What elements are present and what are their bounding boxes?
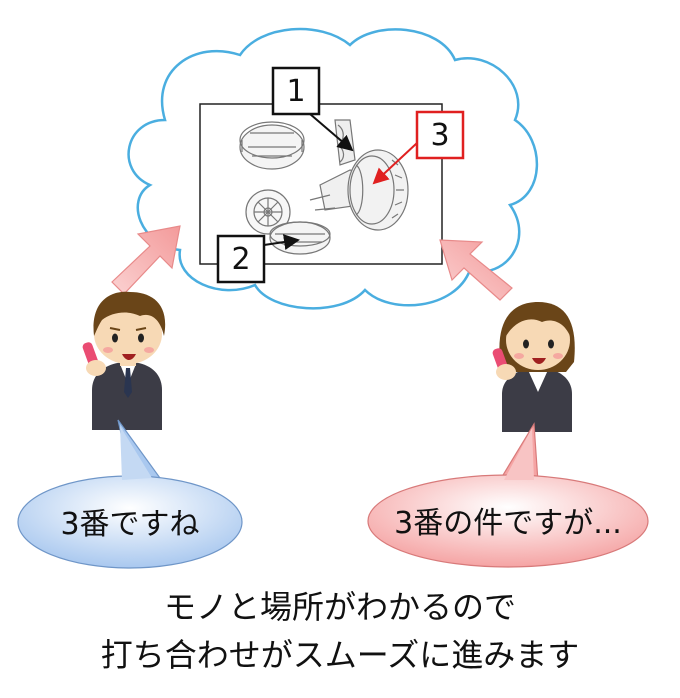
marker-1-arrow: [309, 113, 354, 152]
right-pink-arrow: [439, 239, 513, 301]
left-bubble-text: 3番ですね: [60, 507, 199, 542]
marker-3-arrow: [372, 142, 418, 185]
marker-2-arrow: [263, 234, 300, 250]
left-pink-arrow: [111, 225, 181, 295]
caption-line-2: 打ち合わせがスムーズに進みます: [101, 636, 579, 674]
marker-1-label: 1: [286, 74, 305, 109]
right-speech-bubble: 3番の件ですが...: [367, 422, 649, 568]
left-speech-bubble: 3番ですね: [17, 419, 243, 569]
marker-3-label: 3: [430, 118, 449, 153]
right-bubble-text: 3番の件ですが...: [394, 506, 622, 541]
male-person-icon: [82, 291, 166, 430]
female-person-icon: [492, 302, 575, 432]
marker-2-label: 2: [231, 242, 250, 277]
marker-1: 1: [271, 66, 321, 116]
marker-3: 3: [415, 110, 465, 160]
caption-line-1: モノと場所がわかるので: [164, 588, 516, 626]
marker-2: 2: [216, 234, 266, 284]
